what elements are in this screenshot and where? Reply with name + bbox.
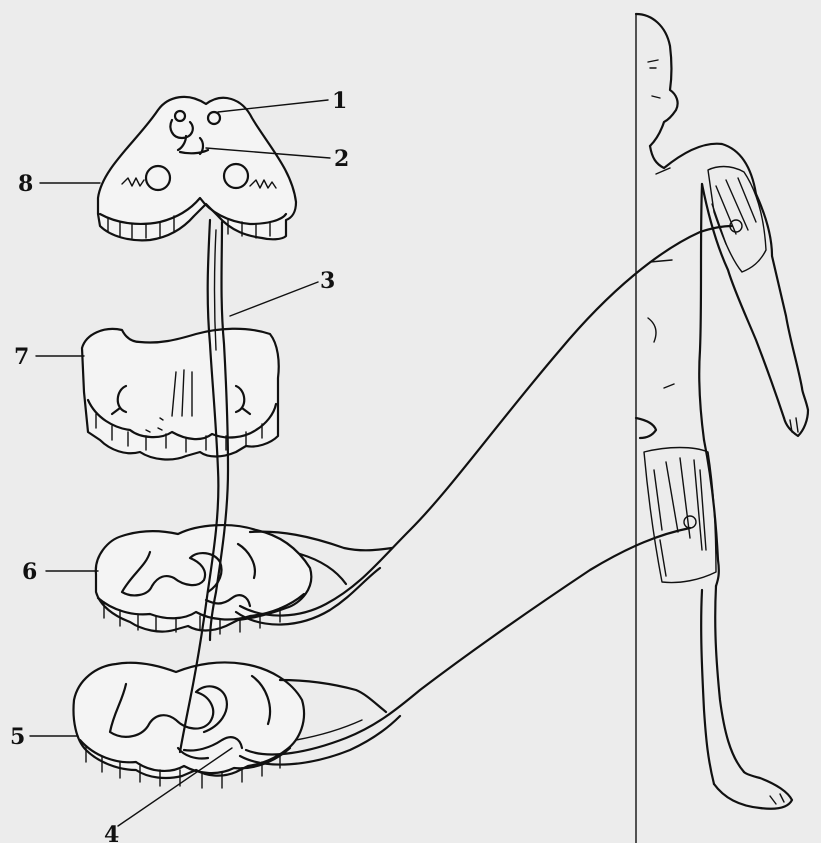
human-figure: [636, 14, 808, 843]
section-5-spinal-cord: [74, 662, 387, 788]
label-8: 8: [18, 171, 33, 197]
head-outline: [636, 14, 678, 146]
label-6: 6: [22, 559, 37, 585]
label-3: 3: [320, 268, 335, 294]
label-1: 1: [332, 88, 347, 114]
label-4: 4: [104, 822, 119, 843]
section-8-midbrain: [98, 97, 296, 240]
leader-3: [230, 282, 318, 316]
label-5: 5: [10, 724, 25, 750]
label-7: 7: [14, 344, 29, 370]
section-7-medulla: [82, 329, 279, 460]
label-2: 2: [334, 146, 349, 172]
